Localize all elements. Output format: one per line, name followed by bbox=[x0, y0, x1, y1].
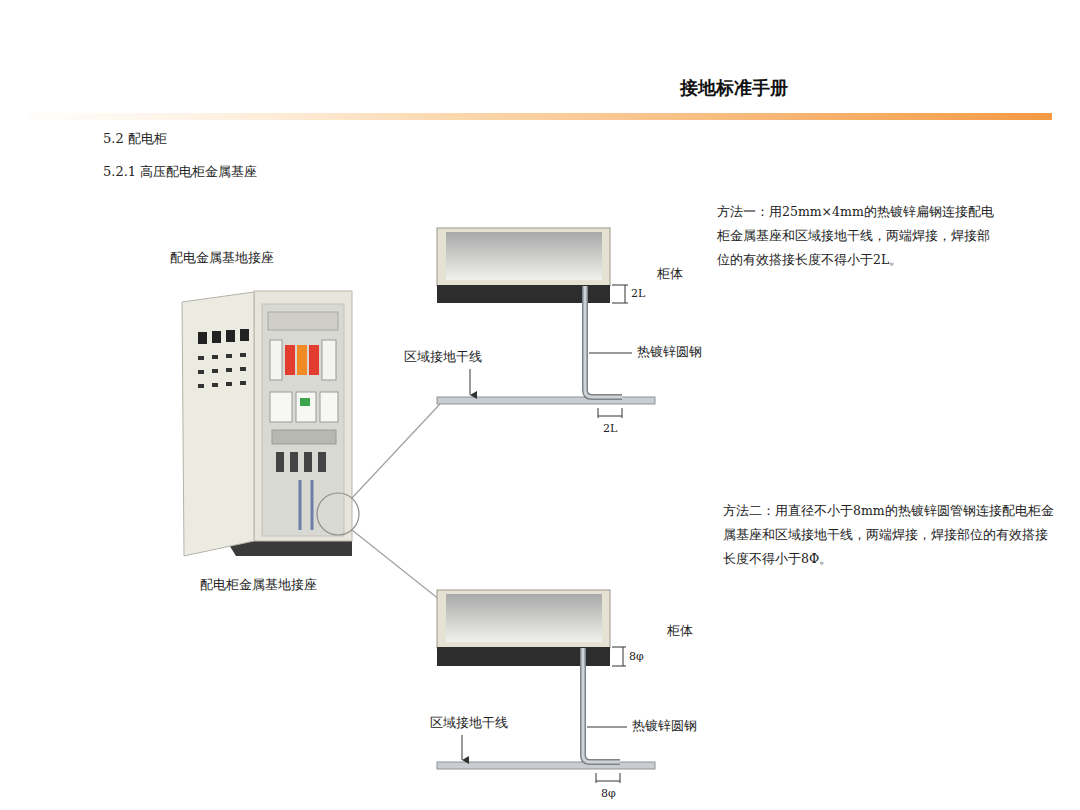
part-name: 柜体 bbox=[657, 266, 683, 283]
detail-one bbox=[437, 228, 655, 418]
part-name: 热镀锌圆钢 bbox=[637, 344, 702, 361]
dimension: 2L bbox=[631, 287, 645, 302]
part-name: 配电柜金属基地接座 bbox=[200, 577, 317, 594]
dimension: 2L bbox=[603, 422, 617, 437]
detail-two bbox=[437, 590, 655, 783]
part-name: 柜体 bbox=[667, 623, 693, 640]
page-title: 接地标准手册 bbox=[680, 76, 788, 100]
section-heading: 5.2.1 高压配电柜金属基座 bbox=[103, 163, 257, 181]
part-name: 热镀锌圆钢 bbox=[632, 718, 697, 735]
part-name: 区域接地干线 bbox=[404, 349, 482, 366]
leader-line bbox=[352, 404, 440, 498]
part-name: 配电金属基地接座 bbox=[170, 250, 274, 267]
section-heading: 5.2 配电柜 bbox=[103, 130, 167, 148]
method-note: 方法一：用25mm×4mm的热镀锌扁钢连接配电柜金属基座和区域接地干线，两端焊接… bbox=[717, 200, 1002, 272]
dimension: 8φ bbox=[629, 650, 644, 665]
leader-line bbox=[352, 530, 440, 600]
dimension: 8φ bbox=[601, 787, 616, 802]
part-name: 区域接地干线 bbox=[430, 715, 508, 732]
cabinet-photo bbox=[182, 291, 359, 556]
header-bar bbox=[30, 113, 1052, 120]
method-note: 方法二：用直径不小于8mm的热镀锌圆管钢连接配电柜金属基座和区域接地干线，两端焊… bbox=[723, 499, 1058, 571]
